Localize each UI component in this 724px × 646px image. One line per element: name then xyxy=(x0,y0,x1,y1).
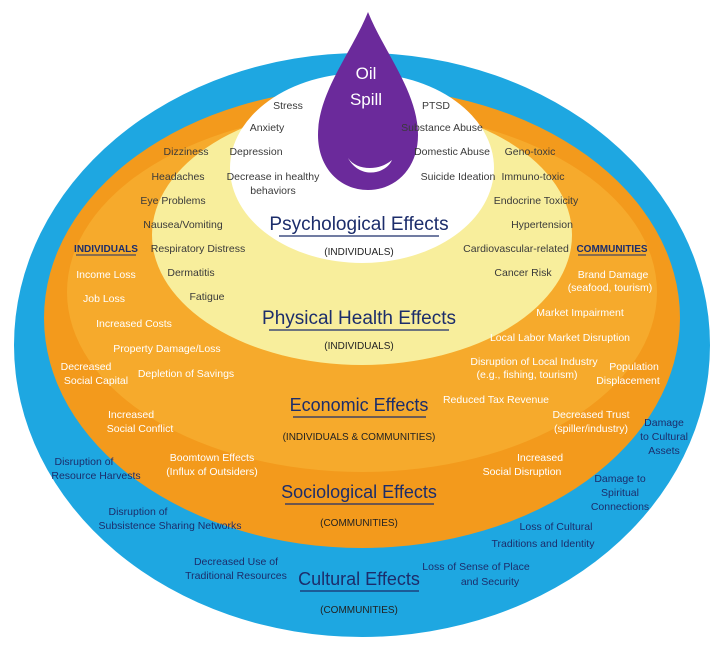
cultural-subtitle: (COMMUNITIES) xyxy=(320,605,398,616)
econ-job-loss: Job Loss xyxy=(83,293,125,305)
econ-market-impairment: Market Impairment xyxy=(536,307,624,319)
cultural-labels: Disruption of Resource Harvests Disrupti… xyxy=(51,417,688,588)
physical-labels: Dizziness Headaches Eye Problems Nausea/… xyxy=(140,146,579,303)
phys-endocrine: Endocrine Toxicity xyxy=(494,195,579,207)
psych-decrease-healthy: Decrease in healthy xyxy=(227,171,321,183)
cult-damage: Damage xyxy=(644,417,684,429)
spill-label: Spill xyxy=(350,90,382,109)
economic-title: Economic Effects xyxy=(290,395,429,415)
phys-cardiovascular: Cardiovascular-related xyxy=(463,243,569,255)
psych-stress: Stress xyxy=(273,100,303,112)
oil-drop: Oil Spill xyxy=(318,12,418,190)
economic-subtitle: (INDIVIDUALS & COMMUNITIES) xyxy=(283,432,436,443)
cult-traditions-identity: Traditions and Identity xyxy=(492,538,596,550)
psych-ptsd: PTSD xyxy=(422,100,450,112)
econ-property-damage: Property Damage/Loss xyxy=(113,343,220,355)
phys-nausea: Nausea/Vomiting xyxy=(143,219,223,231)
econ-increased-costs: Increased Costs xyxy=(96,318,172,330)
socio-displacement: Displacement xyxy=(596,375,660,387)
sociological-title: Sociological Effects xyxy=(281,482,437,502)
oil-drop-shape xyxy=(318,12,418,190)
psych-depression: Depression xyxy=(229,146,282,158)
socio-decreased: Decreased xyxy=(61,361,112,373)
socio-spiller: (spiller/industry) xyxy=(554,423,628,435)
econ-reduced-tax: Reduced Tax Revenue xyxy=(443,394,549,406)
econ-disruption-industry-detail: (e.g., fishing, tourism) xyxy=(477,369,578,381)
socio-social-conflict: Social Conflict xyxy=(107,423,174,435)
cult-loss-traditions: Loss of Cultural xyxy=(520,521,593,533)
phys-hypertension: Hypertension xyxy=(511,219,573,231)
econ-income-loss: Income Loss xyxy=(76,269,136,281)
psychological-subtitle: (INDIVIDUALS) xyxy=(324,247,393,258)
cult-connections: Connections xyxy=(591,501,649,513)
phys-fatigue: Fatigue xyxy=(189,291,224,303)
economic-labels: Income Loss Job Loss Increased Costs Pro… xyxy=(76,269,652,406)
econ-brand-damage: Brand Damage xyxy=(578,269,649,281)
phys-cancer-risk: Cancer Risk xyxy=(494,267,552,279)
socio-social-disruption: Social Disruption xyxy=(483,466,562,478)
phys-geno-toxic: Geno-toxic xyxy=(505,146,556,158)
econ-local-labor: Local Labor Market Disruption xyxy=(490,332,630,344)
cult-resource-harvests: Resource Harvests xyxy=(51,470,140,482)
oil-drop-highlight xyxy=(348,158,392,173)
socio-decreased-trust: Decreased Trust xyxy=(552,409,629,421)
cult-spiritual: Spiritual xyxy=(601,487,639,499)
cult-loss-sense-place: Loss of Sense of Place xyxy=(422,561,530,573)
physical-subtitle: (INDIVIDUALS) xyxy=(324,341,393,352)
sociological-labels: Decreased Social Capital Increased Socia… xyxy=(61,361,660,478)
cult-damage-to: Damage to xyxy=(594,473,646,485)
psych-domestic-abuse: Domestic Abuse xyxy=(414,146,490,158)
cultural-title: Cultural Effects xyxy=(298,569,420,589)
psychological-title: Psychological Effects xyxy=(269,214,448,235)
cult-and-security: and Security xyxy=(461,576,520,588)
phys-headaches: Headaches xyxy=(151,171,204,183)
cult-disruption-2: Disruption of xyxy=(109,506,168,518)
psychological-labels: Stress Anxiety Depression Decrease in he… xyxy=(227,100,496,197)
economic-communities-header: COMMUNITIES xyxy=(576,244,647,255)
phys-respiratory: Respiratory Distress xyxy=(151,243,246,255)
cult-decreased-use: Decreased Use of xyxy=(194,556,278,568)
phys-eye-problems: Eye Problems xyxy=(140,195,205,207)
oil-label: Oil xyxy=(356,64,377,83)
econ-brand-damage-detail: (seafood, tourism) xyxy=(568,282,653,294)
psych-behaviors: behaviors xyxy=(250,185,296,197)
physical-title: Physical Health Effects xyxy=(262,308,456,329)
econ-disruption-industry: Disruption of Local Industry xyxy=(470,356,598,368)
psych-suicide-ideation: Suicide Ideation xyxy=(421,171,496,183)
cult-to-cultural: to Cultural xyxy=(640,431,688,443)
economic-individuals-header: INDIVIDUALS xyxy=(74,244,138,255)
psych-substance-abuse: Substance Abuse xyxy=(401,122,483,134)
socio-influx: (Influx of Outsiders) xyxy=(166,466,258,478)
psych-anxiety: Anxiety xyxy=(250,122,285,134)
socio-social-capital: Social Capital xyxy=(64,375,128,387)
cult-assets: Assets xyxy=(648,445,680,457)
socio-increased-right: Increased xyxy=(517,452,563,464)
sociological-subtitle: (COMMUNITIES) xyxy=(320,518,398,529)
cult-subsistence: Subsistence Sharing Networks xyxy=(99,520,242,532)
cult-traditional-resources: Traditional Resources xyxy=(185,570,287,582)
cult-disruption: Disruption of xyxy=(55,456,114,468)
socio-increased: Increased xyxy=(108,409,154,421)
econ-depletion-savings: Depletion of Savings xyxy=(138,368,234,380)
phys-immuno-toxic: Immuno-toxic xyxy=(501,171,564,183)
socio-boomtown: Boomtown Effects xyxy=(170,452,254,464)
phys-dermatitis: Dermatitis xyxy=(167,267,214,279)
socio-population: Population xyxy=(609,361,659,373)
phys-dizziness: Dizziness xyxy=(164,146,209,158)
